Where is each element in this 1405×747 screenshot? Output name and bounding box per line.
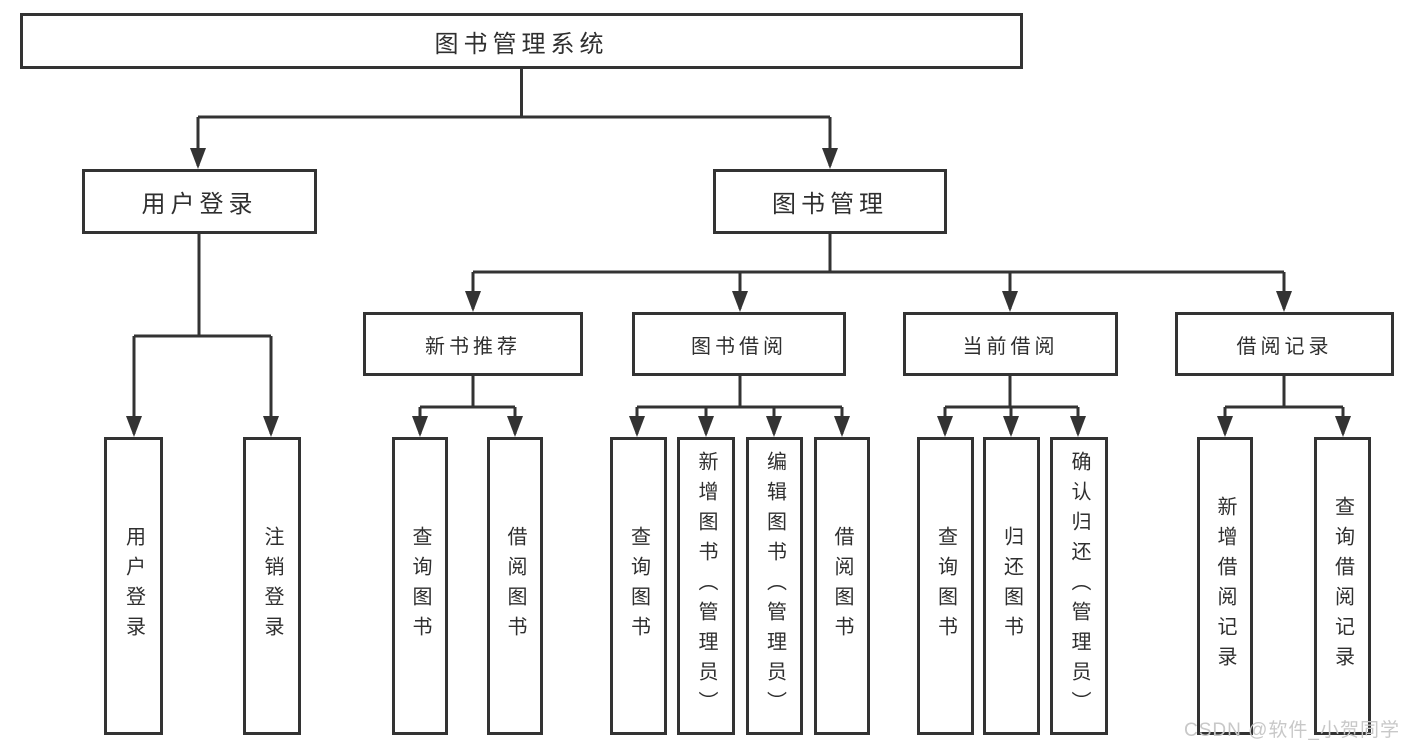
leaf-label: 确认归还（管理员） <box>1068 451 1090 721</box>
leaf-return-books: 归还图书 <box>983 437 1040 735</box>
leaf-label: 新增图书（管理员） <box>695 451 717 721</box>
node-borrowing-records: 借阅记录 <box>1175 312 1394 376</box>
leaf-label: 借阅图书 <box>504 526 526 646</box>
leaf-query-books-borrow: 查询图书 <box>610 437 667 735</box>
leaf-query-books-recommend: 查询图书 <box>392 437 448 735</box>
leaf-label: 查询图书 <box>934 526 957 646</box>
node-library-management-system: 图书管理系统 <box>20 13 1023 69</box>
leaf-confirm-return-admin: 确认归还（管理员） <box>1050 437 1108 735</box>
csdn-watermark: CSDN @软件_小贺同学 <box>1184 720 1400 741</box>
node-new-book-recommend: 新书推荐 <box>363 312 583 376</box>
leaf-label: 查询图书 <box>409 526 431 646</box>
leaf-borrow-books-recommend: 借阅图书 <box>487 437 543 735</box>
leaf-label: 注销登录 <box>261 526 283 646</box>
leaf-user-login: 用户登录 <box>104 437 163 735</box>
leaf-label: 新增借阅记录 <box>1214 496 1236 676</box>
node-label: 当前借阅 <box>962 335 1059 358</box>
node-label: 图书借阅 <box>691 335 787 358</box>
leaf-query-borrow-record: 查询借阅记录 <box>1314 437 1371 735</box>
node-label: 借阅记录 <box>1236 335 1333 358</box>
node-label: 新书推荐 <box>425 335 521 358</box>
node-current-borrowing: 当前借阅 <box>903 312 1118 376</box>
node-book-management: 图书管理 <box>713 169 947 234</box>
leaf-label: 编辑图书（管理员） <box>763 451 786 721</box>
leaf-query-books-current: 查询图书 <box>917 437 974 735</box>
leaf-label: 查询借阅记录 <box>1331 496 1354 676</box>
leaf-add-books-admin: 新增图书（管理员） <box>677 437 735 735</box>
leaf-label: 用户登录 <box>122 526 145 646</box>
leaf-logout: 注销登录 <box>243 437 301 735</box>
node-label: 图书管理 <box>772 191 888 218</box>
node-label: 用户登录 <box>141 191 258 218</box>
node-label: 图书管理系统 <box>434 30 609 58</box>
leaf-label: 归还图书 <box>1000 526 1023 646</box>
node-user-login: 用户登录 <box>82 169 317 234</box>
leaf-edit-books-admin: 编辑图书（管理员） <box>746 437 803 735</box>
leaf-add-borrow-record: 新增借阅记录 <box>1197 437 1253 735</box>
node-book-borrowing: 图书借阅 <box>632 312 846 376</box>
leaf-borrow-books: 借阅图书 <box>814 437 870 735</box>
leaf-label: 借阅图书 <box>831 526 853 646</box>
leaf-label: 查询图书 <box>627 526 650 646</box>
